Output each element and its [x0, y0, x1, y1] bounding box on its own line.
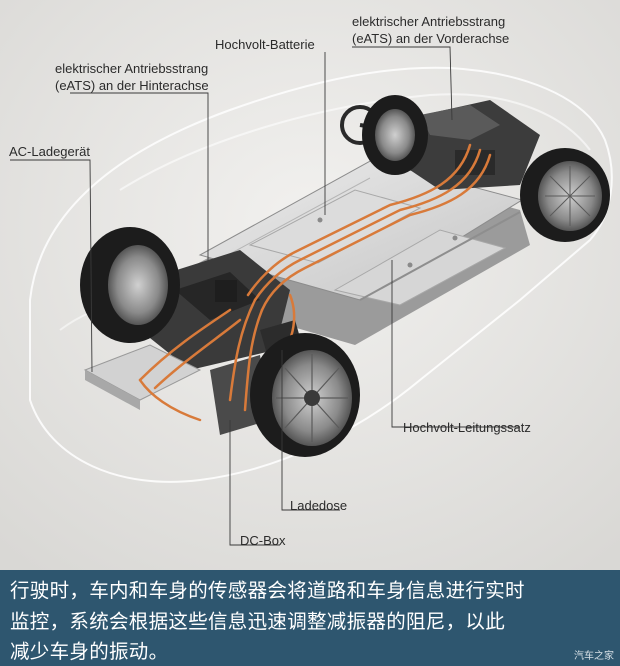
label-battery: Hochvolt-Batterie — [215, 37, 315, 52]
label-front-drive-line1: elektrischer Antriebsstrang — [352, 14, 506, 29]
front-drive-unit — [340, 100, 540, 190]
watermark-logo: 汽车之家 — [574, 651, 614, 662]
ac-charger-unit — [83, 344, 202, 410]
leader-hv-harness — [391, 260, 520, 428]
label-ac-charger: AC-Ladegerät — [9, 144, 90, 159]
ev-chassis-illustration — [0, 0, 620, 570]
caption-banner: 行驶时，车内和车身的传感器会将道路和车身信息进行实时 监控，系统会根据这些信息迅… — [0, 570, 620, 666]
leader-rear-drive — [70, 92, 209, 270]
wheel-rear-right — [250, 333, 360, 457]
caption-line-1: 行驶时，车内和车身的传感器会将道路和车身信息进行实时 — [10, 579, 525, 602]
label-hv-harness: Hochvolt-Leitungssatz — [403, 420, 531, 435]
leader-front-drive — [352, 46, 453, 121]
label-rear-drive-line1: elektrischer Antriebsstrang — [55, 61, 209, 76]
wheel-front-right — [520, 148, 610, 242]
label-charge-socket: Ladedose — [290, 498, 348, 513]
caption-line-3: 减少车身的振动。 — [10, 640, 169, 663]
wheel-rear-left — [80, 227, 180, 343]
leader-charge-socket — [281, 350, 340, 511]
hv-cables — [138, 143, 492, 422]
wheel-front-left — [362, 95, 428, 175]
label-dc-box: DC-Box — [240, 533, 286, 548]
caption-line-2: 监控，系统会根据这些信息迅速调整减振器的阻尼，以此 — [10, 610, 506, 633]
label-rear-drive-line2: (eATS) an der Hinterachse — [55, 78, 209, 93]
leader-lines — [10, 46, 520, 546]
leader-dc-box — [229, 420, 280, 546]
label-front-drive-line2: (eATS) an der Vorderachse — [352, 31, 510, 46]
leader-ac-charger — [10, 159, 93, 373]
